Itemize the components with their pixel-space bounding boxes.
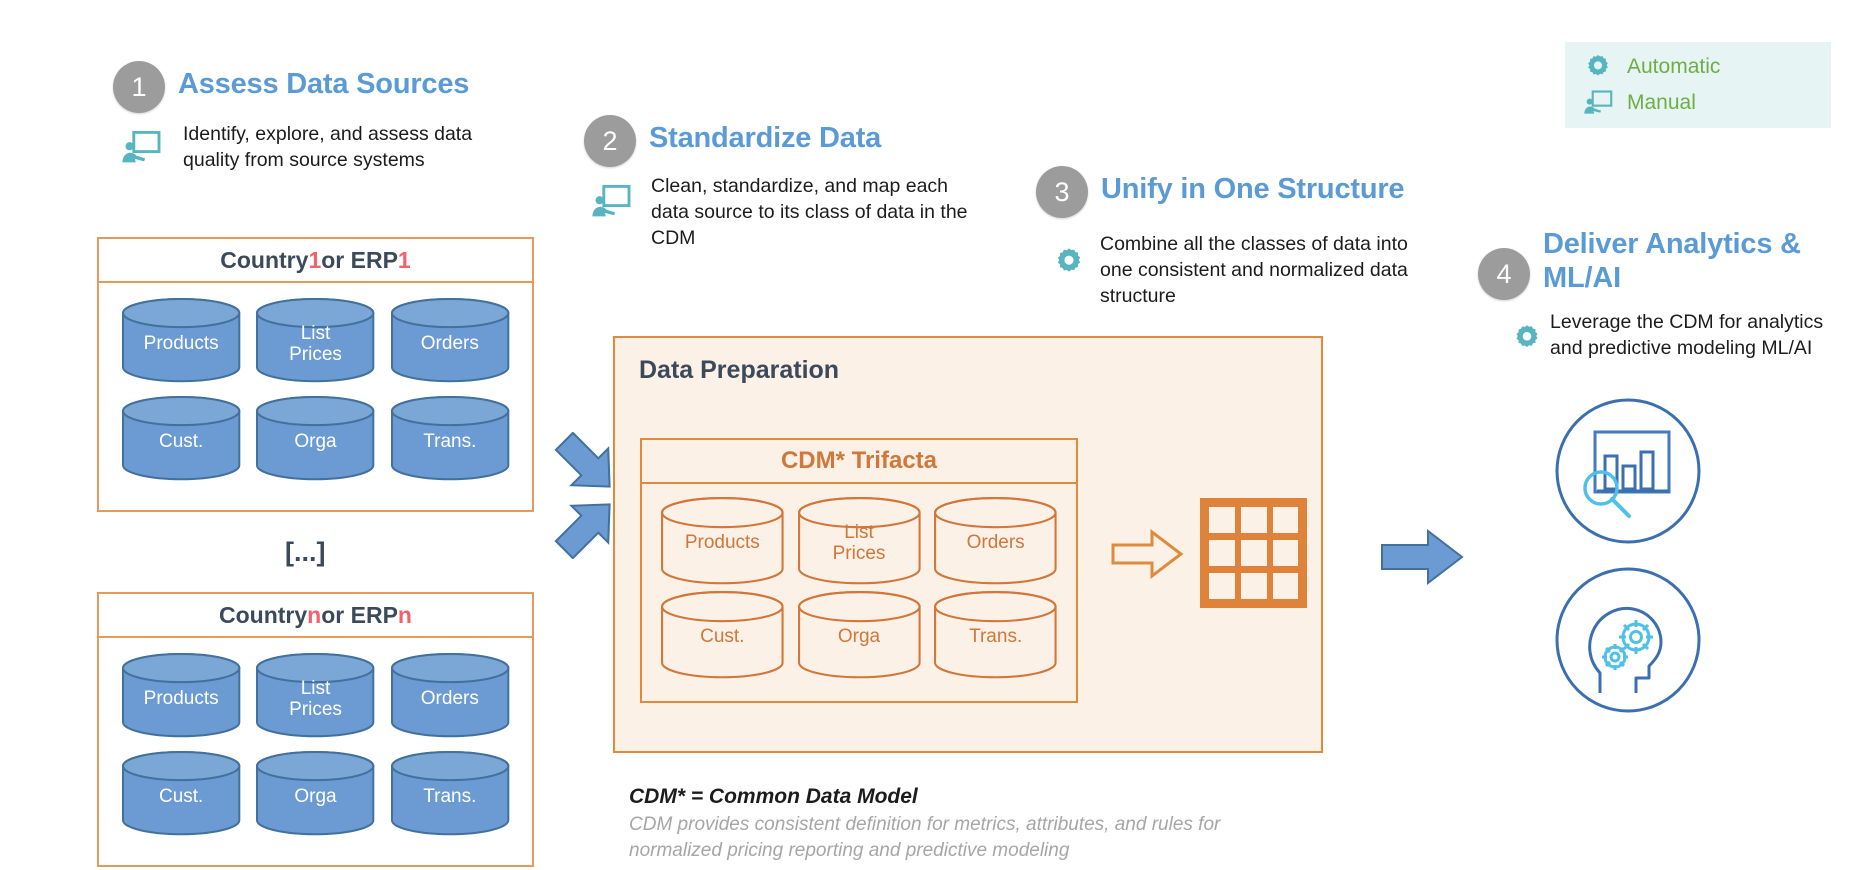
legend-item-automatic: Automatic bbox=[1583, 52, 1805, 82]
source-box-1-cylinder-grid: Products List Prices Orders Cust. Orga T… bbox=[99, 283, 532, 497]
cylinder-orders: Orders bbox=[390, 652, 510, 738]
source-box-1-title-middle: or ERP bbox=[321, 246, 398, 273]
cylinder-label: Orders bbox=[420, 333, 479, 355]
cdm-cylinder-grid: Products List Prices Orders Cust. Orga T… bbox=[642, 484, 1076, 690]
cylinder-list-prices: List Prices bbox=[255, 652, 375, 738]
cylinder-label: Trans. bbox=[423, 786, 477, 808]
cylinder-cust: Cust. bbox=[660, 590, 785, 679]
source-box-country-n: Country n or ERP n Products List Prices … bbox=[97, 592, 534, 867]
cylinder-label: List Prices bbox=[289, 677, 342, 720]
sources-ellipsis: [...] bbox=[285, 537, 326, 567]
cylinder-label: Cust. bbox=[158, 786, 204, 808]
step-1-circle: 1 bbox=[113, 61, 165, 113]
cylinder-label: Orga bbox=[294, 431, 337, 453]
cylinder-label: Orga bbox=[294, 786, 337, 808]
step-2-title: Standardize Data bbox=[649, 122, 882, 154]
blue-arrow-up-right-icon bbox=[551, 495, 623, 564]
step-1-icon bbox=[120, 130, 162, 166]
source-box-1-index2: 1 bbox=[397, 246, 411, 273]
step-4-circle: 4 bbox=[1478, 248, 1530, 300]
step-4-icon bbox=[1511, 322, 1543, 354]
cylinder-products: Products bbox=[121, 297, 241, 383]
cylinder-label: List Prices bbox=[832, 521, 886, 564]
presentation-person-icon bbox=[1583, 88, 1613, 118]
cdm-trifacta-box: CDM* Trifacta Products List Prices Order… bbox=[640, 438, 1078, 703]
step-4-description: Leverage the CDM for analytics and predi… bbox=[1550, 311, 1824, 359]
step-1-number: 1 bbox=[113, 61, 165, 113]
cylinder-label: Orders bbox=[420, 688, 479, 710]
source-box-1-title: Country 1 or ERP 1 bbox=[99, 239, 532, 283]
cylinder-orders: Orders bbox=[933, 496, 1058, 585]
source-box-1-title-prefix: Country bbox=[220, 246, 309, 273]
cylinder-trans: Trans. bbox=[933, 590, 1058, 679]
source-box-2-title-prefix: Country bbox=[219, 601, 308, 628]
source-box-1-index: 1 bbox=[308, 246, 322, 273]
cylinder-label: Orders bbox=[966, 532, 1025, 554]
cylinder-products: Products bbox=[660, 496, 785, 585]
cylinder-list-prices: List Prices bbox=[255, 297, 375, 383]
source-box-2-index2: n bbox=[397, 601, 412, 628]
table-grid-icon bbox=[1200, 498, 1307, 613]
cylinder-orga: Orga bbox=[255, 395, 375, 481]
cylinder-trans: Trans. bbox=[390, 395, 510, 481]
step-2-description: Clean, standardize, and map each data so… bbox=[651, 175, 968, 249]
step-4-number: 4 bbox=[1478, 248, 1530, 300]
cylinder-label: Cust. bbox=[158, 431, 204, 453]
blue-arrow-right-icon bbox=[1379, 528, 1465, 591]
step-3-icon bbox=[1052, 245, 1086, 279]
step-2-icon bbox=[590, 184, 632, 220]
cdm-trifacta-title: CDM* Trifacta bbox=[642, 440, 1076, 484]
head-with-gears-icon bbox=[1553, 565, 1703, 720]
source-box-2-cylinder-grid: Products List Prices Orders Cust. Orga T… bbox=[99, 638, 532, 852]
cylinder-label: Products bbox=[143, 333, 219, 355]
cylinder-trans: Trans. bbox=[390, 750, 510, 836]
cylinder-label: Orga bbox=[837, 626, 881, 648]
legend-item-manual: Manual bbox=[1583, 88, 1805, 118]
data-preparation-title: Data Preparation bbox=[639, 356, 840, 384]
step-1-description: Identify, explore, and assess data quali… bbox=[183, 123, 473, 171]
step-3-title: Unify in One Structure bbox=[1101, 173, 1405, 205]
cylinder-cust: Cust. bbox=[121, 395, 241, 481]
cylinder-label: Trans. bbox=[969, 626, 1023, 648]
step-1-title: Assess Data Sources bbox=[178, 68, 470, 100]
cylinder-label: List Prices bbox=[289, 322, 342, 365]
step-2-circle: 2 bbox=[584, 115, 636, 167]
step-3-number: 3 bbox=[1036, 166, 1088, 218]
cylinder-list-prices: List Prices bbox=[797, 496, 922, 585]
blue-arrow-down-right-icon bbox=[551, 431, 623, 501]
gear-icon bbox=[1583, 52, 1613, 82]
legend-label-automatic: Automatic bbox=[1627, 55, 1721, 78]
cylinder-label: Products bbox=[143, 688, 219, 710]
cylinder-label: Cust. bbox=[700, 626, 745, 648]
footnote-body: CDM provides consistent definition for m… bbox=[629, 814, 1221, 861]
step-3-circle: 3 bbox=[1036, 166, 1088, 218]
legend-label-manual: Manual bbox=[1627, 91, 1696, 114]
source-box-2-title: Country n or ERP n bbox=[99, 594, 532, 638]
cylinder-label: Trans. bbox=[423, 431, 477, 453]
outline-right-arrow-icon bbox=[1110, 528, 1184, 585]
cylinder-orga: Orga bbox=[797, 590, 922, 679]
cylinder-orga: Orga bbox=[255, 750, 375, 836]
cylinder-cust: Cust. bbox=[121, 750, 241, 836]
data-preparation-panel: Data Preparation CDM* Trifacta Products … bbox=[613, 336, 1323, 753]
source-box-country-1: Country 1 or ERP 1 Products List Prices … bbox=[97, 237, 534, 512]
cylinder-orders: Orders bbox=[390, 297, 510, 383]
source-box-2-index: n bbox=[307, 601, 322, 628]
cylinder-products: Products bbox=[121, 652, 241, 738]
source-box-2-title-middle: or ERP bbox=[321, 601, 398, 628]
footnote-title: CDM* = Common Data Model bbox=[629, 785, 918, 808]
legend-panel: Automatic Manual bbox=[1565, 42, 1831, 128]
step-3-description: Combine all the classes of data into one… bbox=[1100, 233, 1408, 307]
step-4-title: Deliver Analytics & ML/AI bbox=[1543, 228, 1801, 294]
cylinder-label: Products bbox=[684, 532, 760, 554]
step-2-number: 2 bbox=[584, 115, 636, 167]
analytics-chart-magnifier-icon bbox=[1553, 396, 1703, 551]
